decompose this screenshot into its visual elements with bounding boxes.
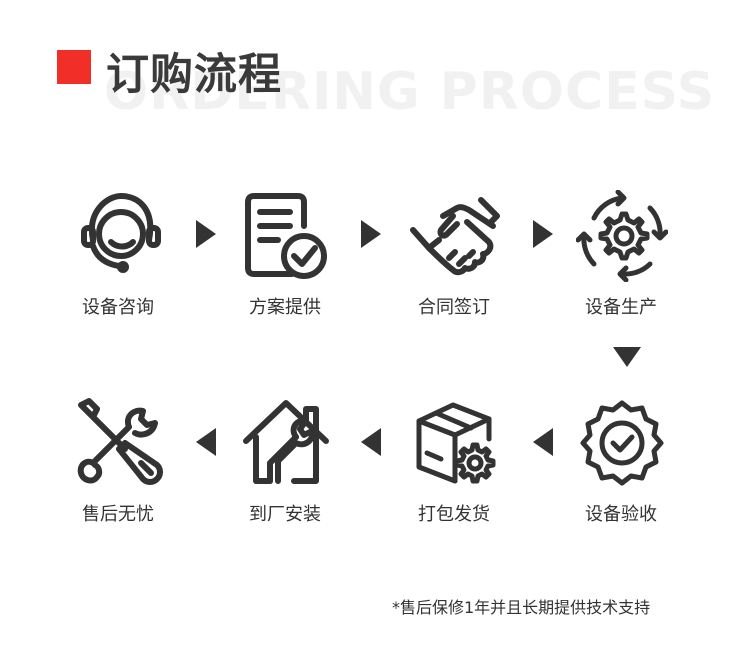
step-after-sales: 售后无忧: [53, 397, 183, 537]
document-check-icon: [245, 193, 327, 279]
step-label: 到厂安装: [249, 504, 321, 525]
package-gear-icon: [416, 402, 496, 484]
tools-icon: [77, 398, 163, 485]
quality-badge-icon: [580, 400, 664, 486]
step-label: 设备生产: [585, 297, 657, 318]
handshake-icon: [410, 197, 500, 276]
step-label: 售后无忧: [82, 504, 154, 525]
step-label: 合同签订: [418, 297, 490, 318]
step-label: 方案提供: [249, 297, 321, 318]
step-proposal: 方案提供: [220, 190, 350, 330]
arrow-right-icon: [196, 220, 216, 248]
house-wrench-icon: [243, 400, 329, 484]
step-label: 设备验收: [585, 504, 657, 525]
page-title: 订购流程: [106, 50, 282, 100]
arrow-down-icon: [613, 347, 641, 367]
title-accent-square: [57, 50, 91, 84]
arrow-right-icon: [361, 220, 381, 248]
arrow-left-icon: [196, 428, 216, 456]
warranty-footnote: *售后保修1年并且长期提供技术支持: [392, 598, 651, 617]
step-installation: 到厂安装: [220, 397, 350, 537]
headset-icon: [81, 193, 161, 273]
step-label: 打包发货: [418, 504, 490, 525]
step-production: 设备生产: [556, 190, 686, 330]
title-background-text: ORDERING PROCESS: [104, 62, 716, 122]
step-shipping: 打包发货: [389, 397, 519, 537]
step-contract: 合同签订: [389, 190, 519, 330]
arrow-left-icon: [361, 428, 381, 456]
arrow-right-icon: [533, 220, 553, 248]
step-label: 设备咨询: [82, 297, 154, 318]
arrow-left-icon: [533, 428, 553, 456]
section-header: ORDERING PROCESS 订购流程: [0, 0, 750, 130]
step-acceptance: 设备验收: [556, 397, 686, 537]
step-consultation: 设备咨询: [53, 190, 183, 330]
gear-cycle-icon: [576, 190, 668, 282]
